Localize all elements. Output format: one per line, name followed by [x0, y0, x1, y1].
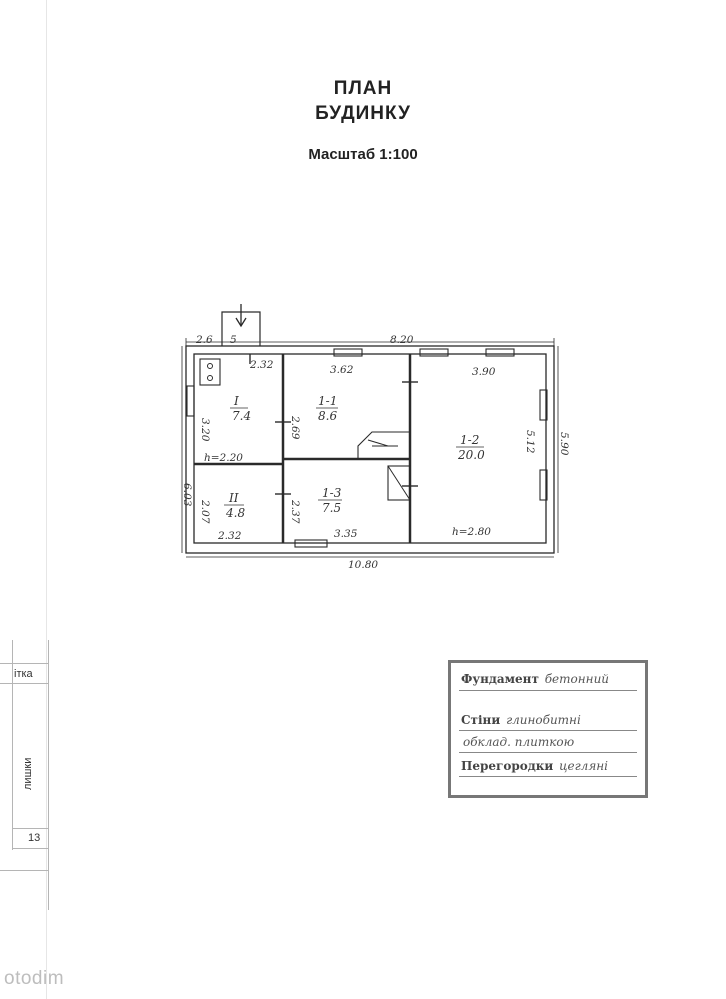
page-subtitle: БУДИНКУ	[315, 103, 411, 124]
dim-right-inner: 5.12	[524, 430, 536, 454]
outer-wall	[185, 345, 555, 554]
stair	[357, 431, 410, 459]
walls-value-1: глинобитні	[506, 713, 581, 727]
dim-top-total: 8.20	[390, 334, 414, 346]
room-1-3-area: 7.5	[322, 501, 341, 515]
dim-left-room2: 2.07	[199, 499, 211, 524]
page-title: ПЛАН	[333, 78, 393, 99]
margin-box-right	[48, 640, 49, 910]
margin-hline	[0, 683, 49, 684]
margin-label-itka: ітка	[14, 668, 33, 680]
outer-wall-inner	[193, 353, 547, 544]
room-II-id: II	[228, 491, 239, 505]
room-1-3-id: 1-3	[322, 486, 342, 500]
margin-vertical-line	[46, 0, 47, 999]
foundation-label: Фундамент	[461, 672, 539, 686]
scale-label: Масштаб 1:100	[308, 146, 418, 163]
walls-value-2: обклад. плиткою	[463, 735, 575, 749]
dim-top-room1: 2.32	[249, 359, 274, 371]
dim-bottom-total: 10.80	[348, 559, 378, 571]
windows	[186, 348, 548, 548]
construction-stamp: Фундамент бетонний Стіни глинобитні обкл…	[448, 660, 648, 798]
dim-top-left-a: 2.6	[195, 334, 213, 346]
margin-hline	[0, 663, 49, 664]
room-1-2-id: 1-2	[460, 433, 479, 447]
margin-hline	[12, 848, 49, 849]
partitions-value: цегляні	[559, 759, 609, 773]
dim-bottom-room2: 2.32	[217, 530, 242, 542]
dim-top-room-1-1: 3.62	[330, 364, 354, 376]
room-1-2-area: 20.0	[457, 448, 485, 462]
stove	[199, 358, 221, 386]
room-I-area: 7.4	[232, 409, 251, 423]
walls-label: Стіни	[461, 713, 501, 727]
room-II-area: 4.8	[225, 506, 245, 520]
dim-top-left-b: 5	[230, 334, 237, 346]
foundation-value: бетонний	[544, 672, 610, 686]
dim-bottom-room-1-3: 3.35	[334, 528, 358, 540]
dim-wall-1-1: 2.69	[289, 415, 301, 440]
dim-top-room-1-2: 3.90	[472, 366, 496, 378]
room-1-1-area: 8.6	[318, 409, 337, 423]
margin-box-left	[12, 640, 13, 850]
partitions-label: Перегородки	[461, 759, 554, 773]
dim-left-total: 6.03	[181, 483, 193, 507]
closet	[387, 465, 411, 501]
margin-hline	[0, 870, 49, 871]
dim-left-room1: 3.20	[199, 418, 211, 442]
margin-page-number: 13	[28, 832, 41, 844]
margin-hline	[12, 828, 49, 829]
watermark-logo: otodim	[4, 968, 65, 989]
room-I-id: I	[233, 394, 239, 408]
dim-right-outer: 5.90	[558, 432, 570, 456]
height-right: h=2.80	[452, 526, 491, 538]
height-left: h=2.20	[204, 452, 243, 464]
room-1-1-id: 1-1	[318, 394, 337, 408]
dim-wall-1-3: 2.37	[289, 499, 301, 524]
